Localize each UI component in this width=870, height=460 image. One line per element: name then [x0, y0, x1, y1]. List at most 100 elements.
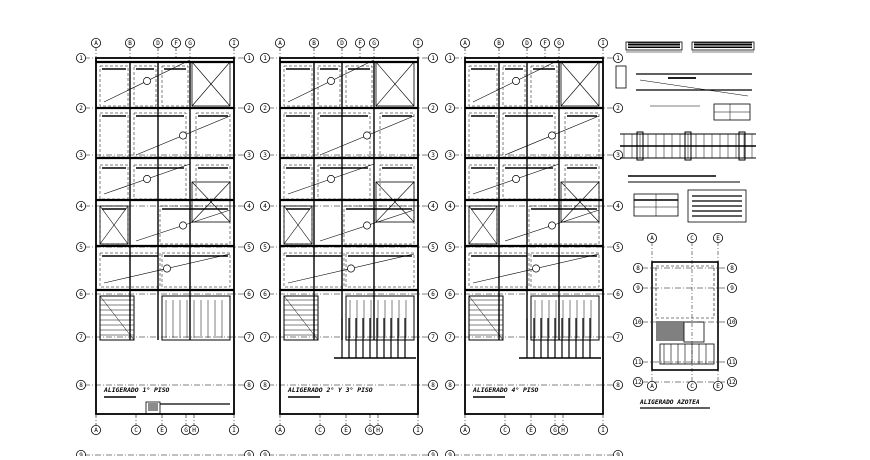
stair-outline — [468, 295, 504, 341]
axis-label: A — [463, 40, 467, 47]
axis-label: 9 — [448, 452, 452, 456]
axis-bubble-bottom: C — [687, 380, 698, 391]
axis-label: B — [128, 40, 132, 47]
axis-label: 5 — [247, 244, 251, 251]
axis-bubble-top: B — [125, 38, 136, 49]
axis-bubble-circle — [522, 38, 533, 49]
slab-direction — [287, 59, 375, 103]
axis-label: A — [650, 383, 654, 390]
axis-bubble-right: 9 — [613, 449, 624, 460]
axis-label: 8 — [616, 382, 620, 389]
slab-panel — [99, 112, 129, 158]
opening-diag — [191, 61, 231, 107]
slab-mark-circle — [512, 175, 520, 183]
axis-bubble-top: F — [354, 38, 365, 49]
axis-bubble-circle — [444, 200, 455, 211]
shaft-opening — [375, 181, 415, 223]
slab-panel — [345, 65, 373, 107]
plan-title: ALIGERADO 2° Y 3° PISO — [287, 386, 373, 394]
axis-label: 12 — [728, 379, 736, 386]
notes-box — [687, 189, 747, 223]
axis-bubble-left: 1 — [259, 53, 270, 64]
axis-bubble-right: 4 — [613, 200, 624, 211]
axis-bubble-bottom: C — [314, 424, 325, 435]
axis-label: F — [543, 40, 547, 47]
axis-bubble-left: 3 — [444, 149, 455, 160]
axis-bubble-circle — [314, 424, 325, 435]
axis-bubble-top: F — [540, 38, 551, 49]
opening-frame — [99, 205, 129, 245]
opening-diag — [560, 61, 600, 107]
axis-label: H — [561, 427, 565, 434]
axis-bubble-circle — [91, 38, 102, 49]
axis-bubble-right: 5 — [243, 241, 254, 252]
axis-label: I — [232, 40, 236, 47]
axis-bubble-circle — [243, 103, 254, 114]
axis-bubble-left: 9 — [633, 282, 644, 293]
shaft-opening — [560, 61, 600, 107]
slab-direction — [103, 253, 231, 284]
plan-title: ALIGERADO 1° PISO — [103, 386, 170, 394]
axis-bubble-circle — [243, 53, 254, 64]
slab-panel — [502, 112, 556, 158]
axis-bubble-circle — [427, 103, 438, 114]
slab-mark-circle — [363, 131, 371, 140]
opening-diag — [560, 181, 600, 223]
axis-bubble-bottom: H — [188, 424, 199, 435]
axis-label: 5 — [79, 244, 83, 251]
axis-bubble-bottom: E — [713, 380, 724, 391]
slab-direction — [472, 253, 600, 284]
axis-label: 6 — [247, 291, 251, 298]
axis-bubble-left: 8 — [633, 262, 644, 273]
axis-label: D — [156, 40, 160, 47]
slab-panel — [343, 205, 415, 245]
axis-bubble-right: 8 — [613, 379, 624, 390]
axis-label: 12 — [634, 379, 642, 386]
opening-frame — [560, 61, 600, 107]
axis-bubble-circle — [188, 424, 199, 435]
axis-label: 7 — [79, 334, 83, 341]
axis-bubble-right: 9 — [243, 449, 254, 460]
slab-mark-circle — [327, 175, 335, 183]
axis-bubble-bottom: E — [156, 424, 167, 435]
axis-bubble-circle — [444, 379, 455, 390]
axis-bubble-circle — [444, 53, 455, 64]
slab-direction — [287, 163, 375, 195]
axis-bubble-bottom: A — [459, 424, 470, 435]
axis-label: 3 — [448, 152, 452, 159]
axis-label: C — [690, 235, 694, 242]
slab-mark-circle — [363, 221, 371, 230]
details-layer — [615, 41, 756, 223]
axis-bubble-right: 6 — [427, 288, 438, 299]
axis-label: G — [372, 40, 376, 47]
axis-bubble-bottom: C — [130, 424, 141, 435]
axis-label: E — [529, 427, 533, 434]
opening-frame — [283, 205, 313, 245]
slab-panel — [468, 164, 498, 200]
axis-bubble-bottom: A — [91, 424, 102, 435]
outer-wall — [464, 57, 604, 415]
axis-bubble-left: 4 — [259, 200, 270, 211]
axis-bubble-circle — [444, 103, 455, 114]
section-hatch — [628, 42, 680, 48]
axis-bubble-circle — [170, 38, 181, 49]
slab-panel — [133, 112, 187, 158]
axis-label: I — [416, 427, 420, 434]
slab-panel — [99, 164, 129, 200]
slab-mark-circle — [347, 264, 355, 273]
axis-bubble-circle — [633, 316, 644, 327]
axis-label: 9 — [79, 452, 83, 456]
axis-bubble-right: 9 — [727, 282, 738, 293]
axis-bubble-circle — [633, 282, 644, 293]
axis-label: 3 — [616, 152, 620, 159]
axis-bubble-circle — [152, 38, 163, 49]
axis-bubble-right: 9 — [427, 449, 438, 460]
slab-panel — [159, 205, 231, 245]
axis-bubble-right: 7 — [243, 331, 254, 342]
axis-label: I — [416, 40, 420, 47]
axis-bubble-circle — [76, 103, 87, 114]
outer-wall — [95, 57, 235, 415]
axis-bubble-circle — [427, 53, 438, 64]
